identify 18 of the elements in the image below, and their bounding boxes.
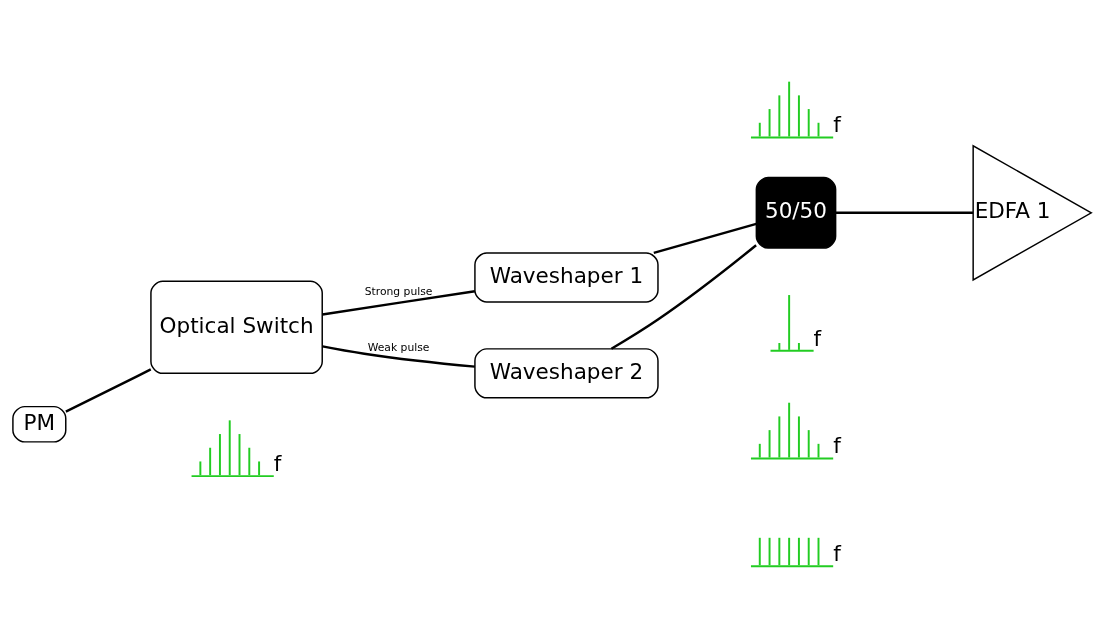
label: f [833, 112, 841, 138]
label: f [833, 433, 841, 459]
label: f [273, 450, 282, 476]
edge-label: Weak pulse [367, 340, 430, 354]
node-box: Waveshaper 2 [474, 348, 659, 399]
node-box: PM [12, 405, 67, 443]
connector [322, 345, 475, 368]
label: f [833, 540, 841, 566]
node-box: Waveshaper 1 [474, 252, 659, 303]
connector [65, 368, 152, 413]
connector [835, 211, 973, 215]
label: f [813, 325, 822, 351]
connector [322, 290, 476, 316]
edge-label: Strong pulse [364, 284, 433, 298]
connector [610, 244, 757, 350]
node-box: 50/50 [755, 176, 837, 249]
connector [653, 222, 757, 255]
node-box: Optical Switch [150, 280, 323, 375]
